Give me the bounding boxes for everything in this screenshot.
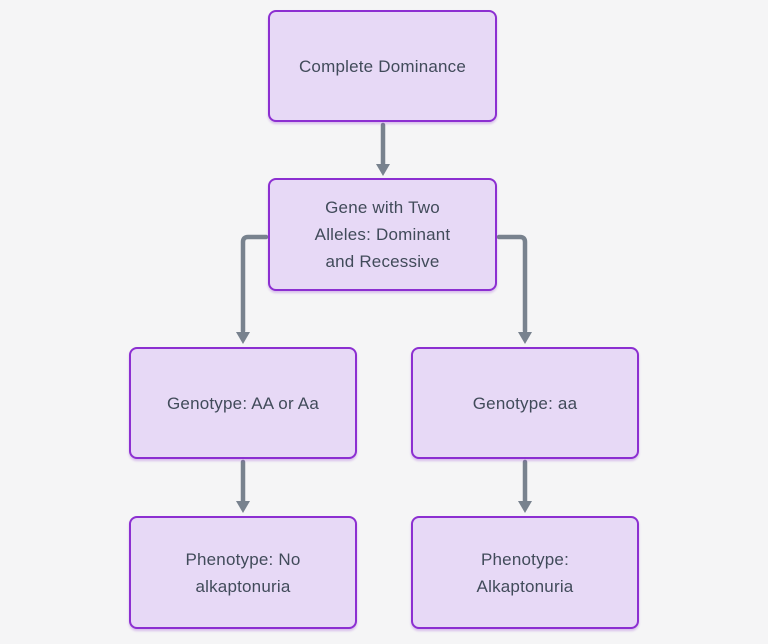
arrow-genotype-dominant-to-phenotype — [236, 459, 250, 513]
node-genotype-dominant: Genotype: AA or Aa — [129, 347, 357, 459]
node-complete-dominance: Complete Dominance — [268, 10, 497, 122]
node-phenotype-alkaptonuria: Phenotype: Alkaptonuria — [411, 516, 639, 629]
arrow-complete-dominance-to-gene — [376, 122, 390, 176]
arrow-gene-to-genotype-dominant — [236, 234, 269, 344]
node-phenotype-no-alkaptonuria: Phenotype: No alkaptonuria — [129, 516, 357, 629]
arrow-gene-to-genotype-recessive — [496, 234, 532, 344]
node-genotype-recessive: Genotype: aa — [411, 347, 639, 459]
arrow-genotype-recessive-to-phenotype — [518, 459, 532, 513]
node-gene-with-two-alleles: Gene with Two Alleles: Dominant and Rece… — [268, 178, 497, 291]
